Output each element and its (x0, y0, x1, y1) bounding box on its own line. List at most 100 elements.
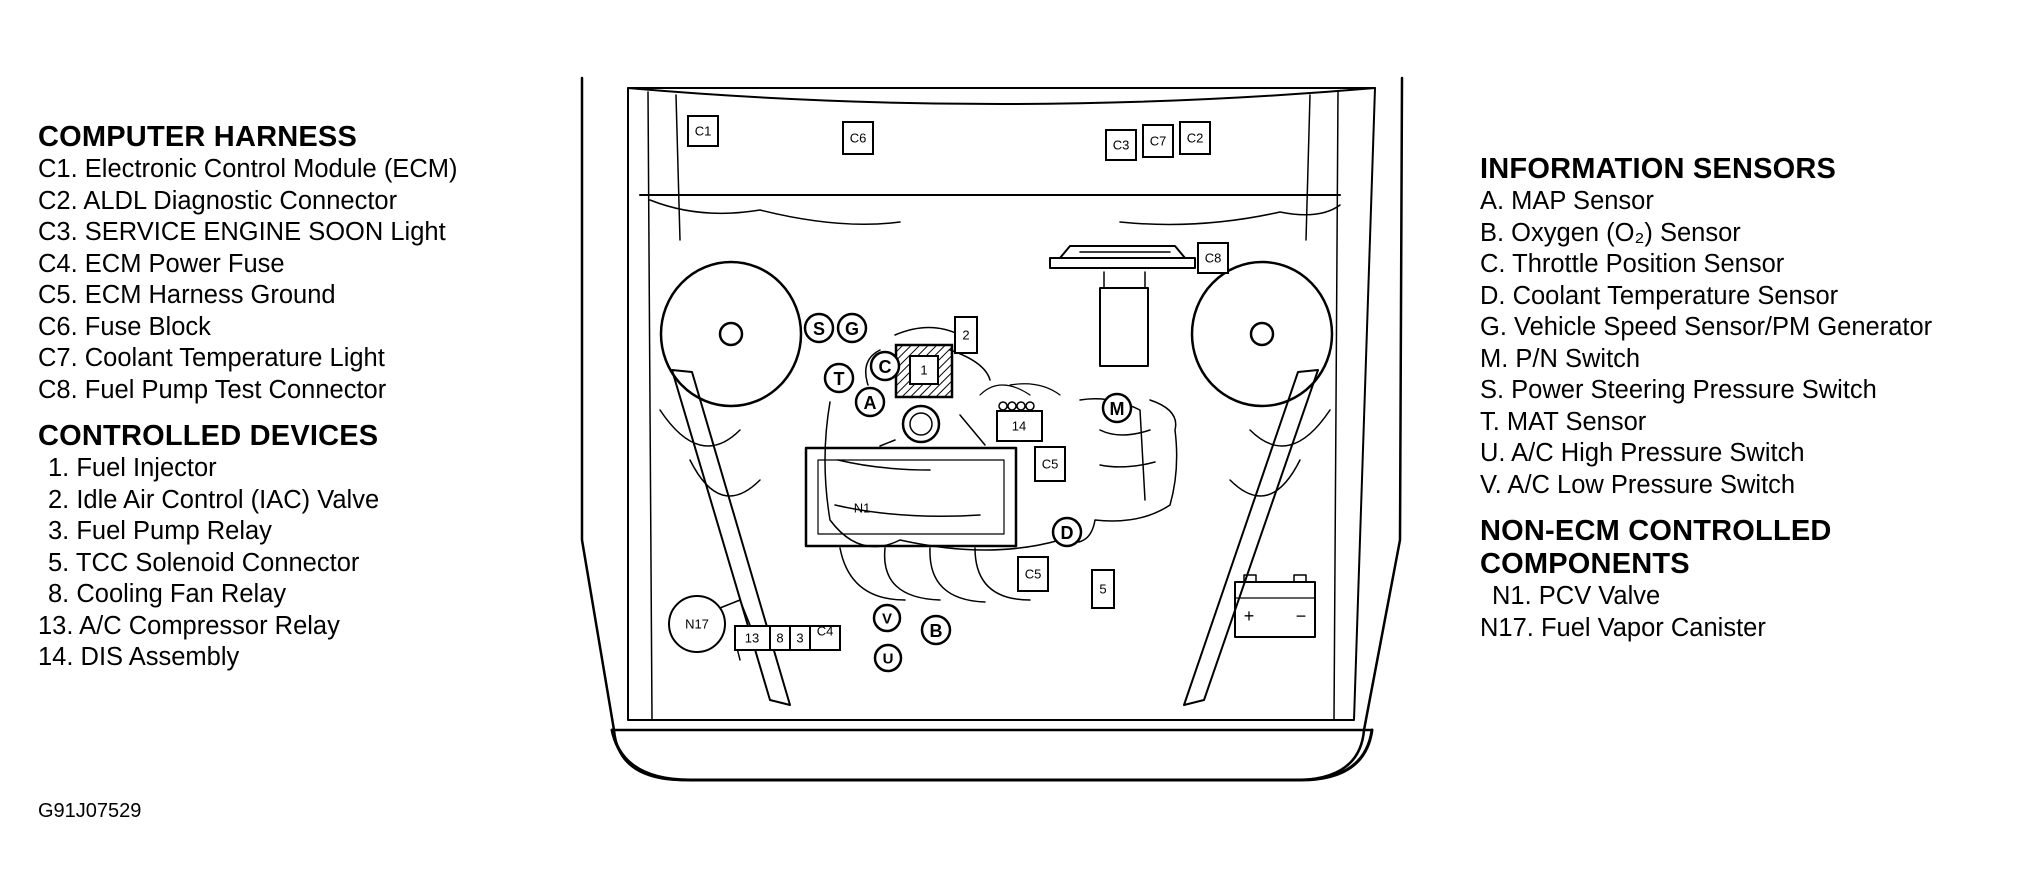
legend-item-g: G. Vehicle Speed Sensor/PM Generator (1480, 313, 1933, 341)
label-14: 14 (1012, 419, 1026, 434)
information-sensors-title: INFORMATION SENSORS (1480, 153, 1837, 185)
legend-item-n17: N17. Fuel Vapor Canister (1480, 613, 1766, 642)
c3-box (1105, 129, 1137, 161)
label-3: 3 (796, 631, 803, 646)
label-c7: C7 (1150, 134, 1167, 149)
legend-item-c5: C5. ECM Harness Ground (38, 281, 336, 309)
front-bumper (610, 728, 1374, 782)
air-cleaner (1049, 257, 1196, 269)
legend-item-c2: C2. ALDL Diagnostic Connector (38, 186, 398, 215)
legend-item-b: B. Oxygen (O₂) Sensor (1480, 218, 1741, 247)
label-c2: C2 (1187, 131, 1204, 146)
non-ecm-title-line2: COMPONENTS (1480, 548, 1690, 580)
right-brace (1183, 369, 1319, 706)
legend-item-c6: C6. Fuse Block (38, 312, 211, 341)
sensor-a-circle (854, 386, 886, 418)
sensor-c-circle (869, 350, 901, 382)
legend-item-v: V. A/C Low Pressure Switch (1480, 470, 1796, 499)
label-d: D (1061, 523, 1074, 543)
label-2: 2 (962, 328, 969, 343)
label-t: T (834, 369, 845, 389)
c8-box (1197, 242, 1229, 274)
label-c8: C8 (1205, 251, 1222, 266)
label-c5-a: C5 (1042, 457, 1059, 472)
label-c5-b: C5 (1025, 567, 1042, 582)
label-battery-minus: − (1296, 606, 1307, 626)
label-1: 1 (920, 363, 927, 378)
label-v: V (882, 611, 892, 628)
label-m: M (1110, 399, 1125, 419)
legend-item-13: 13. A/C Compressor Relay (38, 611, 340, 640)
label-c: C (879, 357, 892, 377)
iac-valve-box (954, 316, 978, 354)
sensor-s-circle (803, 312, 835, 344)
label-c4: C4 (817, 624, 834, 639)
sensor-b-circle (920, 614, 952, 646)
legend-item-d: D. Coolant Temperature Sensor (1480, 281, 1839, 310)
sensor-u-circle (873, 643, 903, 673)
cowl (627, 87, 1376, 105)
sensor-g-circle (836, 312, 868, 344)
computer-harness-title: COMPUTER HARNESS (38, 121, 357, 153)
label-n17: N17 (685, 617, 709, 632)
fuel-vapor-canister (668, 595, 726, 653)
controlled-devices-title: CONTROLLED DEVICES (38, 420, 379, 452)
label-8: 8 (776, 631, 783, 646)
hood-outline (627, 87, 1376, 721)
sensor-v-circle (872, 603, 902, 633)
legend-item-u: U. A/C High Pressure Switch (1480, 439, 1805, 467)
sensor-d-circle (1051, 516, 1083, 548)
c5-box-a (1034, 446, 1066, 482)
c2-box (1179, 121, 1211, 155)
label-a: A (864, 393, 877, 413)
legend-item-s: S. Power Steering Pressure Switch (1480, 376, 1877, 404)
left-strut-tower (659, 260, 803, 408)
c4-box (809, 625, 841, 651)
label-u: U (883, 651, 894, 668)
legend-item-t: T. MAT Sensor (1480, 407, 1647, 436)
label-n1: N1 (854, 501, 871, 516)
legend-item-m: M. P/N Switch (1480, 344, 1641, 373)
legend-item-1: 1. Fuel Injector (48, 454, 217, 482)
relay-5-box (1091, 569, 1115, 609)
battery (1234, 581, 1316, 638)
legend-item-c8: C8. Fuel Pump Test Connector (38, 375, 387, 404)
c1-box (687, 115, 719, 147)
legend-item-c7: C7. Coolant Temperature Light (38, 344, 385, 372)
left-brace (671, 369, 791, 706)
throttle-bore (901, 404, 941, 444)
legend-item-n1: N1. PCV Valve (1492, 582, 1661, 610)
label-c6: C6 (850, 131, 867, 146)
label-c3: C3 (1113, 138, 1130, 153)
legend-item-a: A. MAP Sensor (1480, 187, 1654, 215)
legend-item-5: 5. TCC Solenoid Connector (48, 548, 360, 577)
label-c1: C1 (695, 124, 712, 139)
label-5: 5 (1099, 582, 1106, 597)
legend-item-c: C. Throttle Position Sensor (1480, 250, 1785, 278)
legend-item-3: 3. Fuel Pump Relay (48, 517, 272, 545)
figure-id: G91J07529 (38, 800, 142, 822)
right-strut-tower (1190, 260, 1334, 408)
label-g: G (845, 319, 859, 339)
label-battery-plus: + (1244, 606, 1255, 626)
right-legend: INFORMATION SENSORS A. MAP Sensor B. Oxy… (1480, 153, 1932, 644)
c5-box-b (1017, 556, 1049, 592)
non-ecm-title-line1: NON-ECM CONTROLLED (1480, 515, 1832, 547)
label-b: B (930, 621, 943, 641)
intake-plenum (804, 446, 1018, 548)
legend-item-c1: C1. Electronic Control Module (ECM) (38, 155, 458, 183)
label-13: 13 (745, 631, 759, 646)
dis-assembly-box (996, 410, 1043, 442)
legend-item-8: 8. Cooling Fan Relay (48, 580, 287, 608)
label-s: S (813, 319, 825, 339)
fuel-injector-box (909, 355, 939, 385)
legend-item-c3: C3. SERVICE ENGINE SOON Light (38, 218, 446, 246)
c6-box (842, 121, 874, 155)
legend-item-2: 2. Idle Air Control (IAC) Valve (48, 485, 380, 514)
legend-item-14: 14. DIS Assembly (38, 643, 240, 671)
legend-item-c4: C4. ECM Power Fuse (38, 249, 285, 278)
sensor-t-circle (823, 362, 855, 394)
c7-box (1142, 124, 1174, 158)
left-legend: COMPUTER HARNESS C1. Electronic Control … (38, 121, 457, 674)
